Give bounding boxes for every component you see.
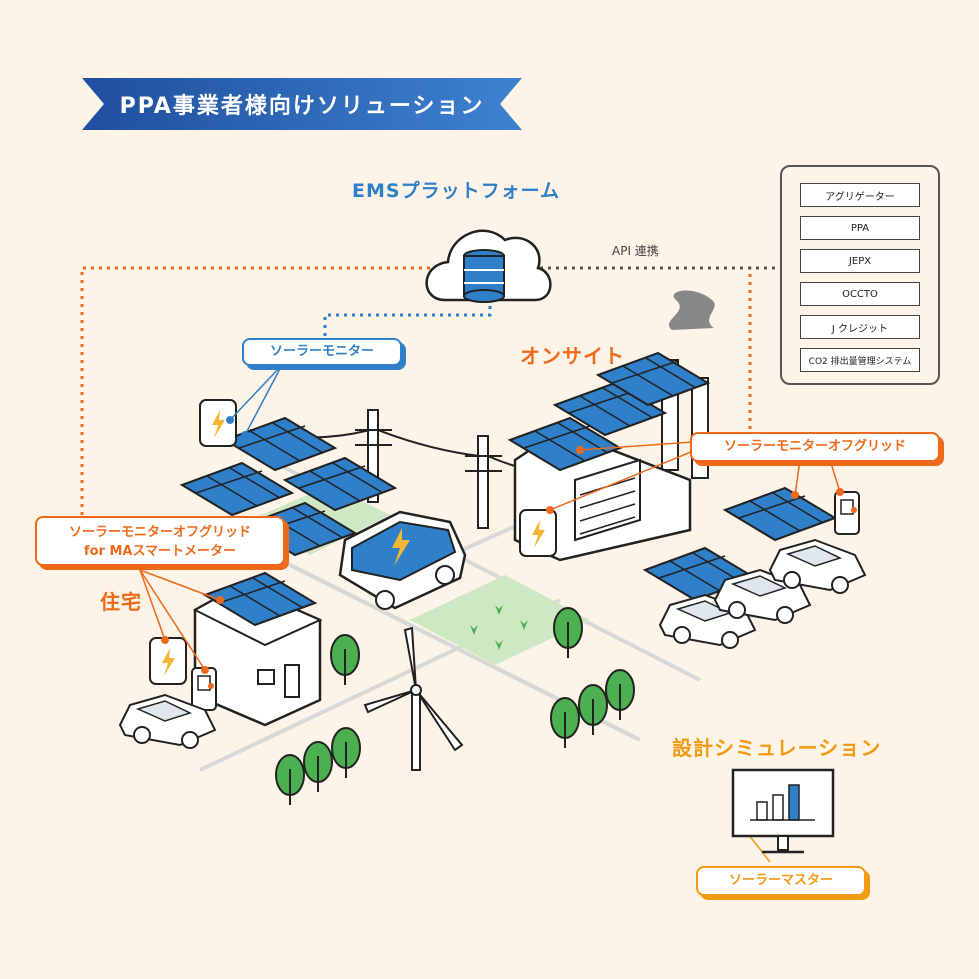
banner: PPA事業者様向けソリューション — [82, 78, 522, 130]
solar-monitor-label: ソーラーモニター — [242, 338, 402, 366]
wind-turbine — [363, 626, 464, 771]
offgrid-home-label-line2: for MAスマートメーター — [83, 544, 237, 559]
lawn-center — [410, 575, 590, 665]
connection-lines — [80, 266, 778, 518]
carport-charger — [834, 491, 860, 535]
api-link-label: API 連携 — [612, 244, 659, 258]
design-simulation-title: 設計シミュレーション — [672, 736, 882, 760]
system-ppa: PPA — [800, 216, 920, 240]
system-aggregator: アグリゲーター — [800, 183, 920, 207]
external-systems-panel: アグリゲーター PPA JEPX OCCTO J クレジット CO2 排出量管理… — [780, 165, 940, 385]
system-jepx: JEPX — [800, 249, 920, 273]
onsite-title: オンサイト — [520, 344, 625, 368]
offgrid-home-label-line1: ソーラーモニターオフグリッド — [68, 525, 251, 540]
factory-smoke — [669, 290, 715, 330]
banner-shape — [82, 78, 522, 130]
house-charger — [191, 667, 217, 711]
residential-title: 住宅 — [100, 590, 142, 614]
system-occto: OCCTO — [800, 282, 920, 306]
factory — [509, 352, 709, 562]
banner-title: PPA事業者様向けソリューション — [119, 94, 485, 119]
offgrid-onsite-label: ソーラーモニターオフグリッド — [690, 432, 940, 462]
offgrid-home-label: ソーラーモニターオフグリッド for MAスマートメーター — [35, 516, 285, 566]
house-battery — [149, 637, 187, 685]
cloud-database — [425, 229, 552, 303]
bus — [338, 510, 467, 610]
grass-sprouts — [470, 605, 528, 650]
system-j-credit: J クレジット — [800, 315, 920, 339]
factory-battery — [519, 509, 557, 557]
design-monitor — [731, 768, 835, 854]
ems-platform-title: EMSプラットフォーム — [352, 180, 561, 202]
system-co2-management: CO2 排出量管理システム — [800, 348, 920, 372]
solar-master-label: ソーラーマスター — [696, 866, 866, 896]
